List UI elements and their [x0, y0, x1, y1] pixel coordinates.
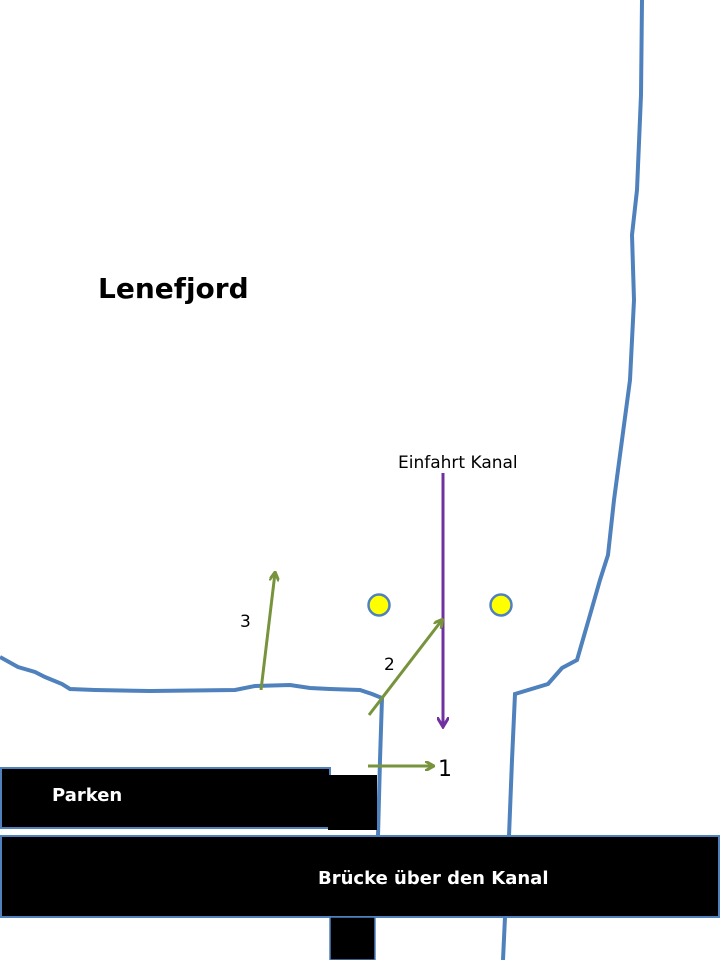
- parking-area: [0, 767, 331, 829]
- arrow-2: [367, 620, 442, 716]
- bridge-pillar: [329, 916, 376, 960]
- marker-3-label: 3: [240, 612, 251, 632]
- right-shoreline: [507, 0, 644, 837]
- fjord-label: Lenefjord: [98, 272, 249, 305]
- marker-1-label: 1: [438, 757, 452, 782]
- channel-entrance-label: Einfahrt Kanal: [398, 453, 518, 473]
- parking-extension: [328, 775, 377, 830]
- marker-2-label: 2: [384, 655, 395, 675]
- buoy-right: [489, 593, 513, 617]
- bridge-label: Brücke über den Kanal: [318, 868, 549, 889]
- parking-label: Parken: [52, 785, 123, 806]
- right-canal-bank-lower: [501, 916, 507, 960]
- left-shoreline: [0, 655, 385, 837]
- arrow-3: [259, 573, 275, 691]
- buoy-left: [367, 593, 391, 617]
